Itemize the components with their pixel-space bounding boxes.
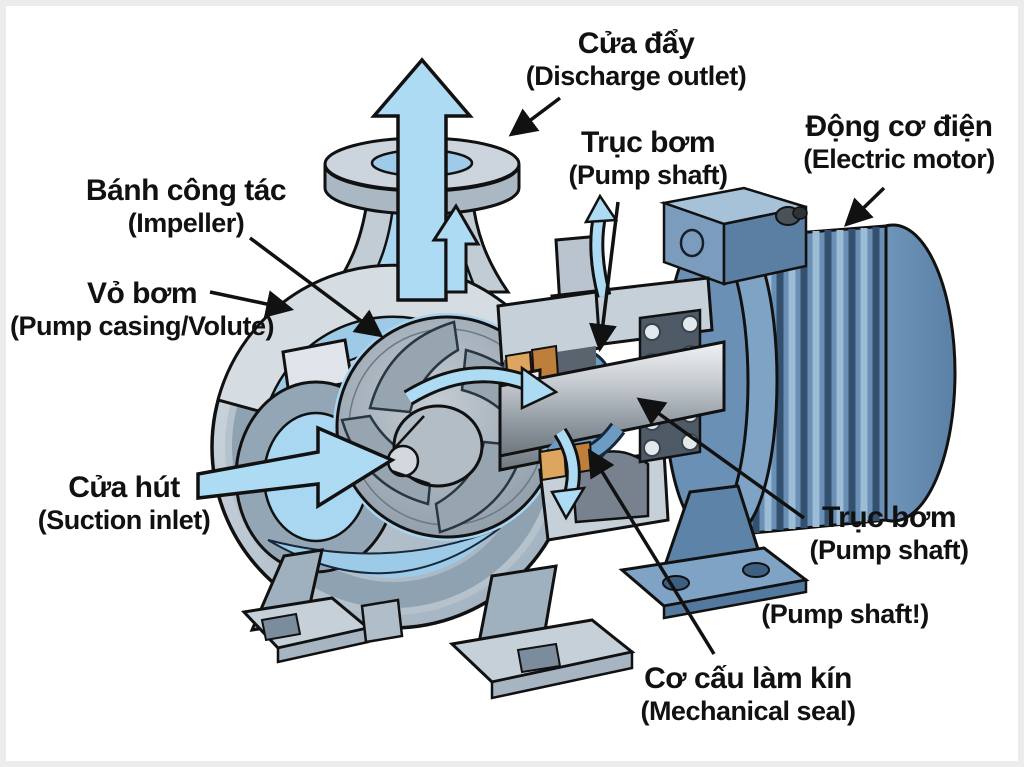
label-pump-shaft-extra-en: (Pump shaft!) — [761, 599, 929, 629]
label-impeller-vi: Bánh công tác — [85, 174, 287, 207]
label-electric-motor: Động cơ điện (Electric motor) — [803, 110, 995, 174]
leader-arrow-shaft-top — [589, 201, 620, 353]
label-discharge-outlet: Cửa đẩy (Discharge outlet) — [526, 27, 747, 91]
pump-shaft — [498, 340, 726, 458]
label-discharge-outlet-en: (Discharge outlet) — [525, 60, 747, 91]
label-pump-shaft-right-en: (Pump shaft) — [809, 534, 970, 565]
channel-flow-arrow-icon — [583, 193, 619, 224]
seal-packing — [538, 446, 568, 482]
label-mechanical-seal-vi: Cơ cấu làm kín — [644, 662, 852, 695]
pipe-flow-arrow-icon — [431, 203, 481, 294]
label-pump-shaft-right: Trục bơm (Pump shaft) — [809, 501, 970, 565]
leader-arrow-motor — [843, 186, 886, 227]
suction-flow-arrow-icon — [196, 425, 396, 510]
label-electric-motor-vi: Động cơ điện — [805, 110, 993, 143]
leader-arrow-discharge — [508, 96, 562, 137]
leader-arrow-shaft-right — [636, 397, 806, 520]
motor-junction-box — [659, 186, 808, 286]
label-pump-shaft-top: Trục bơm (Pump shaft) — [568, 126, 729, 190]
leader-arrow-impeller — [248, 236, 384, 338]
label-pump-casing-en: (Pump casing/Volute) — [9, 310, 275, 341]
leader-arrows — [209, 96, 886, 655]
label-suction-inlet-en: (Suction inlet) — [37, 504, 211, 535]
label-discharge-outlet-vi: Cửa đẩy — [577, 27, 695, 60]
bolt-hole-icon — [742, 562, 770, 578]
impeller-flow-arrow-icon — [520, 365, 559, 410]
flow-arrows — [196, 57, 619, 521]
leader-arrow-casing — [209, 290, 295, 318]
label-impeller: Bánh công tác (Impeller) — [85, 174, 287, 238]
pump-feet — [240, 548, 636, 700]
label-suction-inlet-vi: Cửa hút — [68, 471, 180, 504]
label-electric-motor-en: (Electric motor) — [803, 143, 995, 174]
label-pump-shaft-extra: (Pump shaft!) — [761, 599, 929, 629]
leader-arrow-seal — [587, 448, 716, 655]
label-suction-inlet: Cửa hút (Suction inlet) — [37, 471, 211, 535]
label-pump-shaft-top-vi: Trục bơm — [580, 126, 716, 159]
label-pump-casing-vi: Vỏ bơm — [87, 277, 198, 310]
impeller-flow-arrow-icon — [550, 486, 587, 521]
label-pump-shaft-right-vi: Trục bơm — [821, 501, 957, 534]
label-mechanical-seal-en: (Mechanical seal) — [640, 695, 856, 726]
label-mechanical-seal: Cơ cấu làm kín (Mechanical seal) — [640, 662, 856, 726]
label-pump-casing: Vỏ bơm (Pump casing/Volute) — [9, 277, 275, 341]
label-impeller-en: (Impeller) — [127, 207, 245, 238]
label-pump-shaft-top-en: (Pump shaft) — [568, 159, 729, 190]
